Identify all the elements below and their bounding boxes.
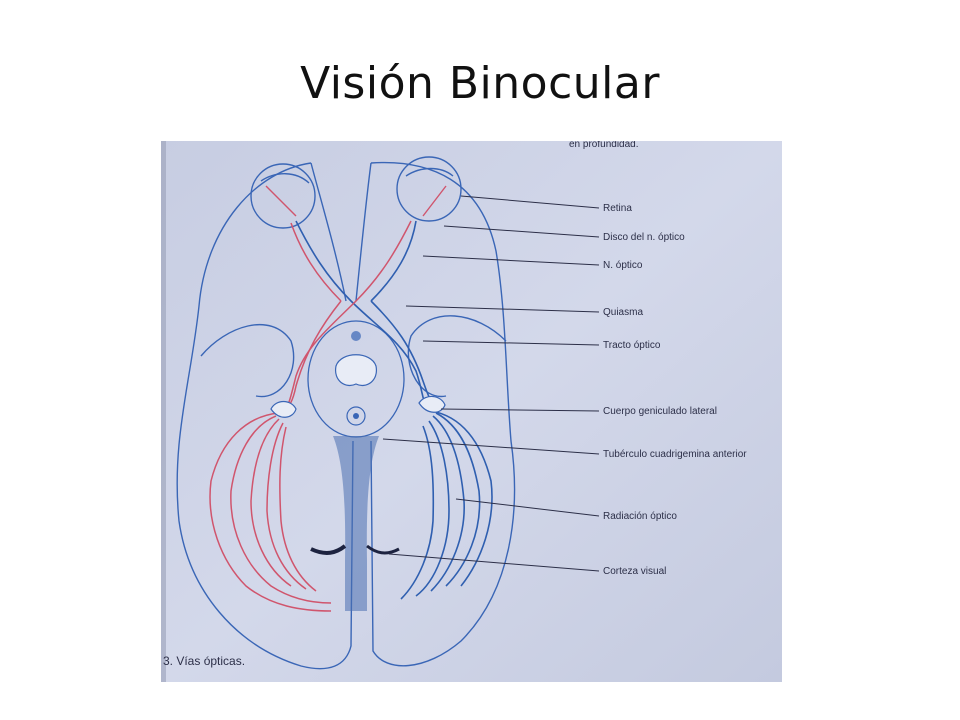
label-optic-radiation: Radiación óptico: [603, 511, 677, 522]
label-lateral-geniculate: Cuerpo geniculado lateral: [603, 406, 717, 417]
label-optic-disc: Disco del n. óptico: [603, 232, 685, 243]
visual-pathway-diagram: en profundidad.: [161, 141, 782, 682]
slide-title: Visión Binocular: [300, 58, 660, 109]
diagram-photo: en profundidad.: [161, 141, 782, 682]
leader-lines: [382, 195, 600, 572]
top-partial-text: en profundidad.: [569, 141, 639, 150]
label-visual-cortex: Corteza visual: [603, 566, 666, 577]
label-retina: Retina: [603, 203, 632, 214]
brain-outline: [176, 161, 516, 670]
label-optic-nerve: N. óptico: [603, 260, 643, 271]
red-pathway: [209, 220, 412, 612]
label-superior-colliculus: Tubérculo cuadrigemina anterior: [603, 449, 747, 460]
geniculate-bodies: [270, 395, 446, 418]
right-eye: [396, 156, 462, 222]
figure-caption: 3. Vías ópticas.: [163, 654, 245, 668]
midbrain: [307, 320, 405, 611]
label-chiasm: Quiasma: [603, 307, 643, 318]
paper-edge: [161, 141, 166, 682]
paper-background: [161, 141, 782, 682]
structure-labels: Retina Disco del n. óptico N. óptico Qui…: [603, 203, 747, 577]
label-optic-tract: Tracto óptico: [603, 340, 661, 351]
left-eye: [250, 163, 316, 229]
